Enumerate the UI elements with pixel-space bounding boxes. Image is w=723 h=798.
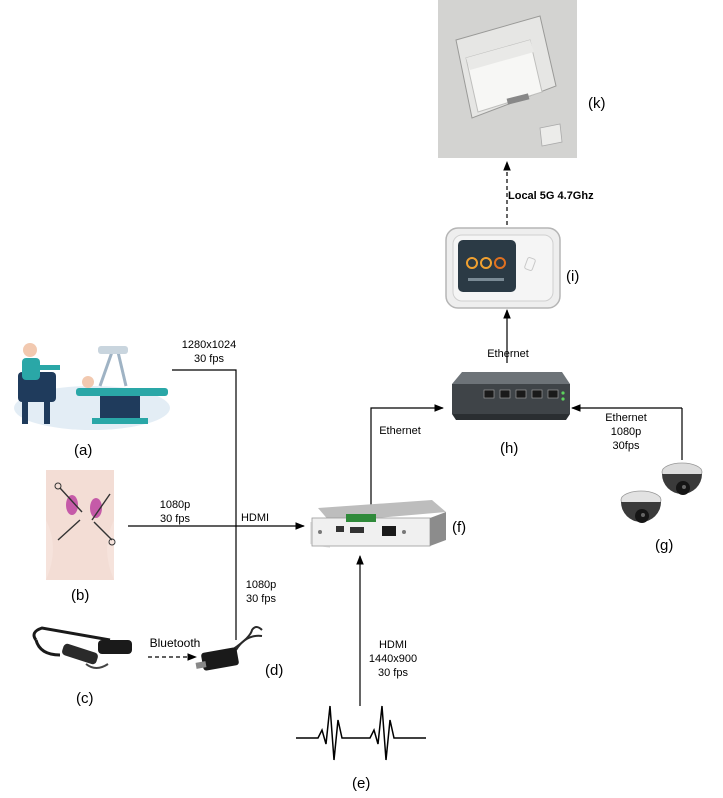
edge-bluetooth-label: Bluetooth [149,636,201,650]
video-encoder-icon [310,500,446,548]
ethernet-switch-icon [452,372,570,420]
robotic-surgery-icon [14,343,170,430]
edge-g-resolution: 1080p [610,426,642,438]
edge-e-resolution: 1440x900 [368,653,418,665]
edge-i-to-k-label: Local 5G 4.7Ghz [508,190,594,202]
node-label-c: (c) [76,690,94,707]
smart-glasses-icon [32,626,132,669]
edge-f-to-h [370,404,444,505]
edge-b-resolution: 1080p [159,499,191,511]
node-label-h: (h) [500,440,519,457]
edge-e-fps: 30 fps [378,667,408,679]
edge-h-to-i-label: Ethernet [487,348,529,360]
edge-a-fps: 30 fps [194,353,224,365]
edge-a-to-hdmi [172,369,237,640]
node-label-i: (i) [566,268,580,285]
edge-g-fps: 30fps [612,440,640,452]
hdmi-dongle-icon [195,626,263,671]
edge-d-resolution: 1080p [245,579,277,591]
node-label-k: (k) [588,95,606,112]
ceiling-5g-antenna-photo [438,0,577,158]
edge-d-fps: 30 fps [246,593,276,605]
edge-g-ethernet: Ethernet [605,412,647,424]
edge-f-to-h-label: Ethernet [379,425,421,437]
node-label-d: (d) [265,662,284,679]
edge-hdmi-label: HDMI [240,512,270,524]
edge-a-resolution: 1280x1024 [181,339,237,351]
node-label-f: (f) [452,519,467,536]
node-label-a: (a) [74,442,93,459]
dome-cameras-icon [620,462,703,523]
laparoscopic-view-icon [46,470,116,580]
edge-b-fps: 30 fps [160,513,190,525]
ecg-waveform-icon [296,705,426,761]
5g-router-icon [445,227,561,309]
node-label-b: (b) [71,587,90,604]
connections [128,161,683,706]
edge-e-hdmi: HDMI [378,639,408,651]
node-label-e: (e) [352,775,371,792]
node-label-g: (g) [655,537,674,554]
